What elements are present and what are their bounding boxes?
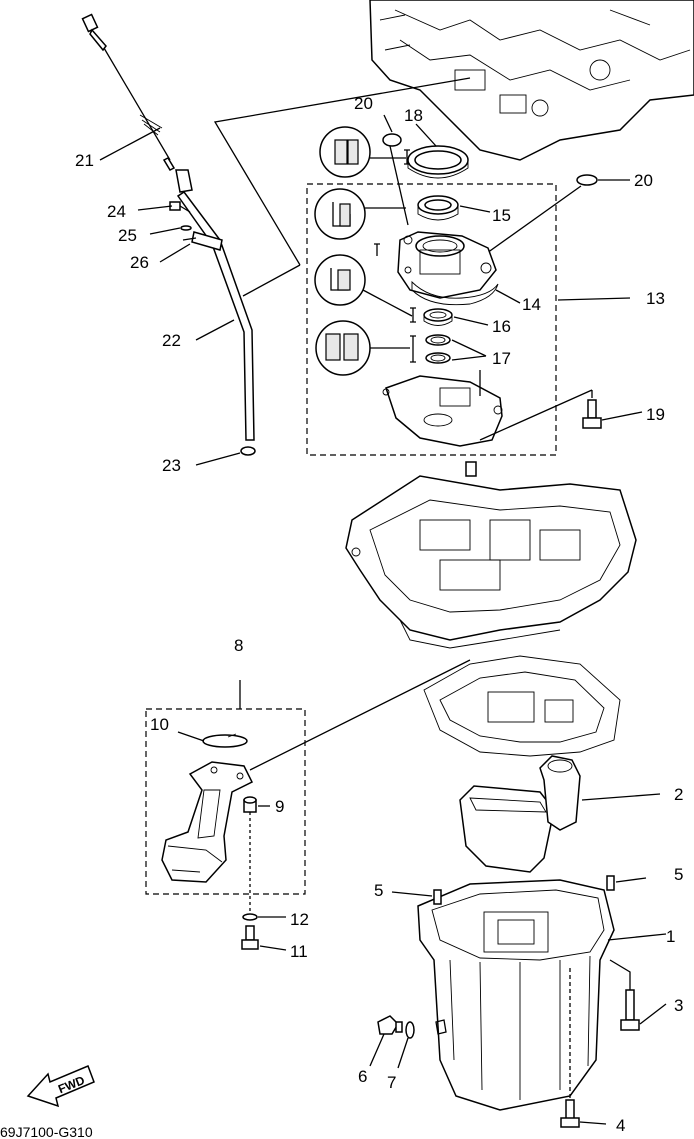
assembly-box-8 [145,708,306,895]
oil-strainer [161,761,254,883]
callout-labels: 1 2 3 4 5 5 6 7 8 9 10 11 12 13 14 15 16… [75,94,683,1135]
callout-3: 3 [674,996,683,1015]
gasket-14 [411,280,499,306]
leader-lines [99,114,667,1125]
exhaust-guide-2 [459,755,661,873]
drawing-code: 69J7100-G310 [0,1124,93,1139]
callout-16: 16 [492,317,511,336]
seal-15 [417,195,459,221]
callout-9: 9 [275,797,284,816]
callout-8: 8 [234,636,243,655]
oil-pan-upper-plate [345,461,637,649]
seal-18 [407,145,469,179]
upper-housing [374,231,497,299]
callout-15: 15 [492,206,511,225]
lower-pump-housing [382,370,503,447]
bolt-3 [609,959,640,1031]
dowel-5-left [433,889,442,905]
seal-16 [423,308,453,326]
grommet-9 [243,796,257,813]
dipstick [81,13,176,171]
callout-24: 24 [107,202,126,221]
dipstick-guide-tube [175,169,256,456]
gasket-plate [423,655,621,757]
callout-4: 4 [616,1116,625,1135]
callout-23: 23 [162,456,181,475]
callout-19: 19 [646,405,665,424]
callout-7: 7 [387,1073,396,1092]
callout-6: 6 [358,1067,367,1086]
callout-25: 25 [118,226,137,245]
callout-1: 1 [666,927,675,946]
dowel-5-right [606,875,615,891]
washer-12 [242,913,258,921]
drain-plug-6-washer-7 [377,1015,415,1039]
bolt-11 [241,925,259,950]
seal-detail-icons [314,126,416,376]
oil-pan-1 [417,879,615,1111]
callout-12: 12 [290,910,309,929]
callout-22: 22 [162,331,181,350]
callout-20-top: 20 [354,94,373,113]
fwd-direction-arrow: FWD [26,1065,95,1108]
fwd-label: FWD [56,1073,87,1096]
callout-21: 21 [75,151,94,170]
callout-5-left: 5 [374,881,383,900]
engine-block [369,0,694,161]
o-ring-20-right [576,174,598,186]
callout-2: 2 [674,785,683,804]
callout-14: 14 [522,295,541,314]
callout-10: 10 [150,715,169,734]
o-ring-10 [202,733,248,748]
callout-26: 26 [130,253,149,272]
assembly-box-13 [306,183,557,456]
callout-20-right: 20 [634,171,653,190]
bolt-19 [479,389,602,441]
callout-11: 11 [290,942,308,961]
callout-17: 17 [492,349,511,368]
seals-17 [425,334,451,364]
callout-18: 18 [404,106,423,125]
bolt-and-clamp-24-25-26 [169,201,197,241]
o-ring-20 [382,133,402,147]
bolt-4 [560,968,580,1128]
callout-5-right: 5 [674,865,683,884]
callout-13: 13 [646,289,665,308]
engine-leader-line [213,77,471,266]
